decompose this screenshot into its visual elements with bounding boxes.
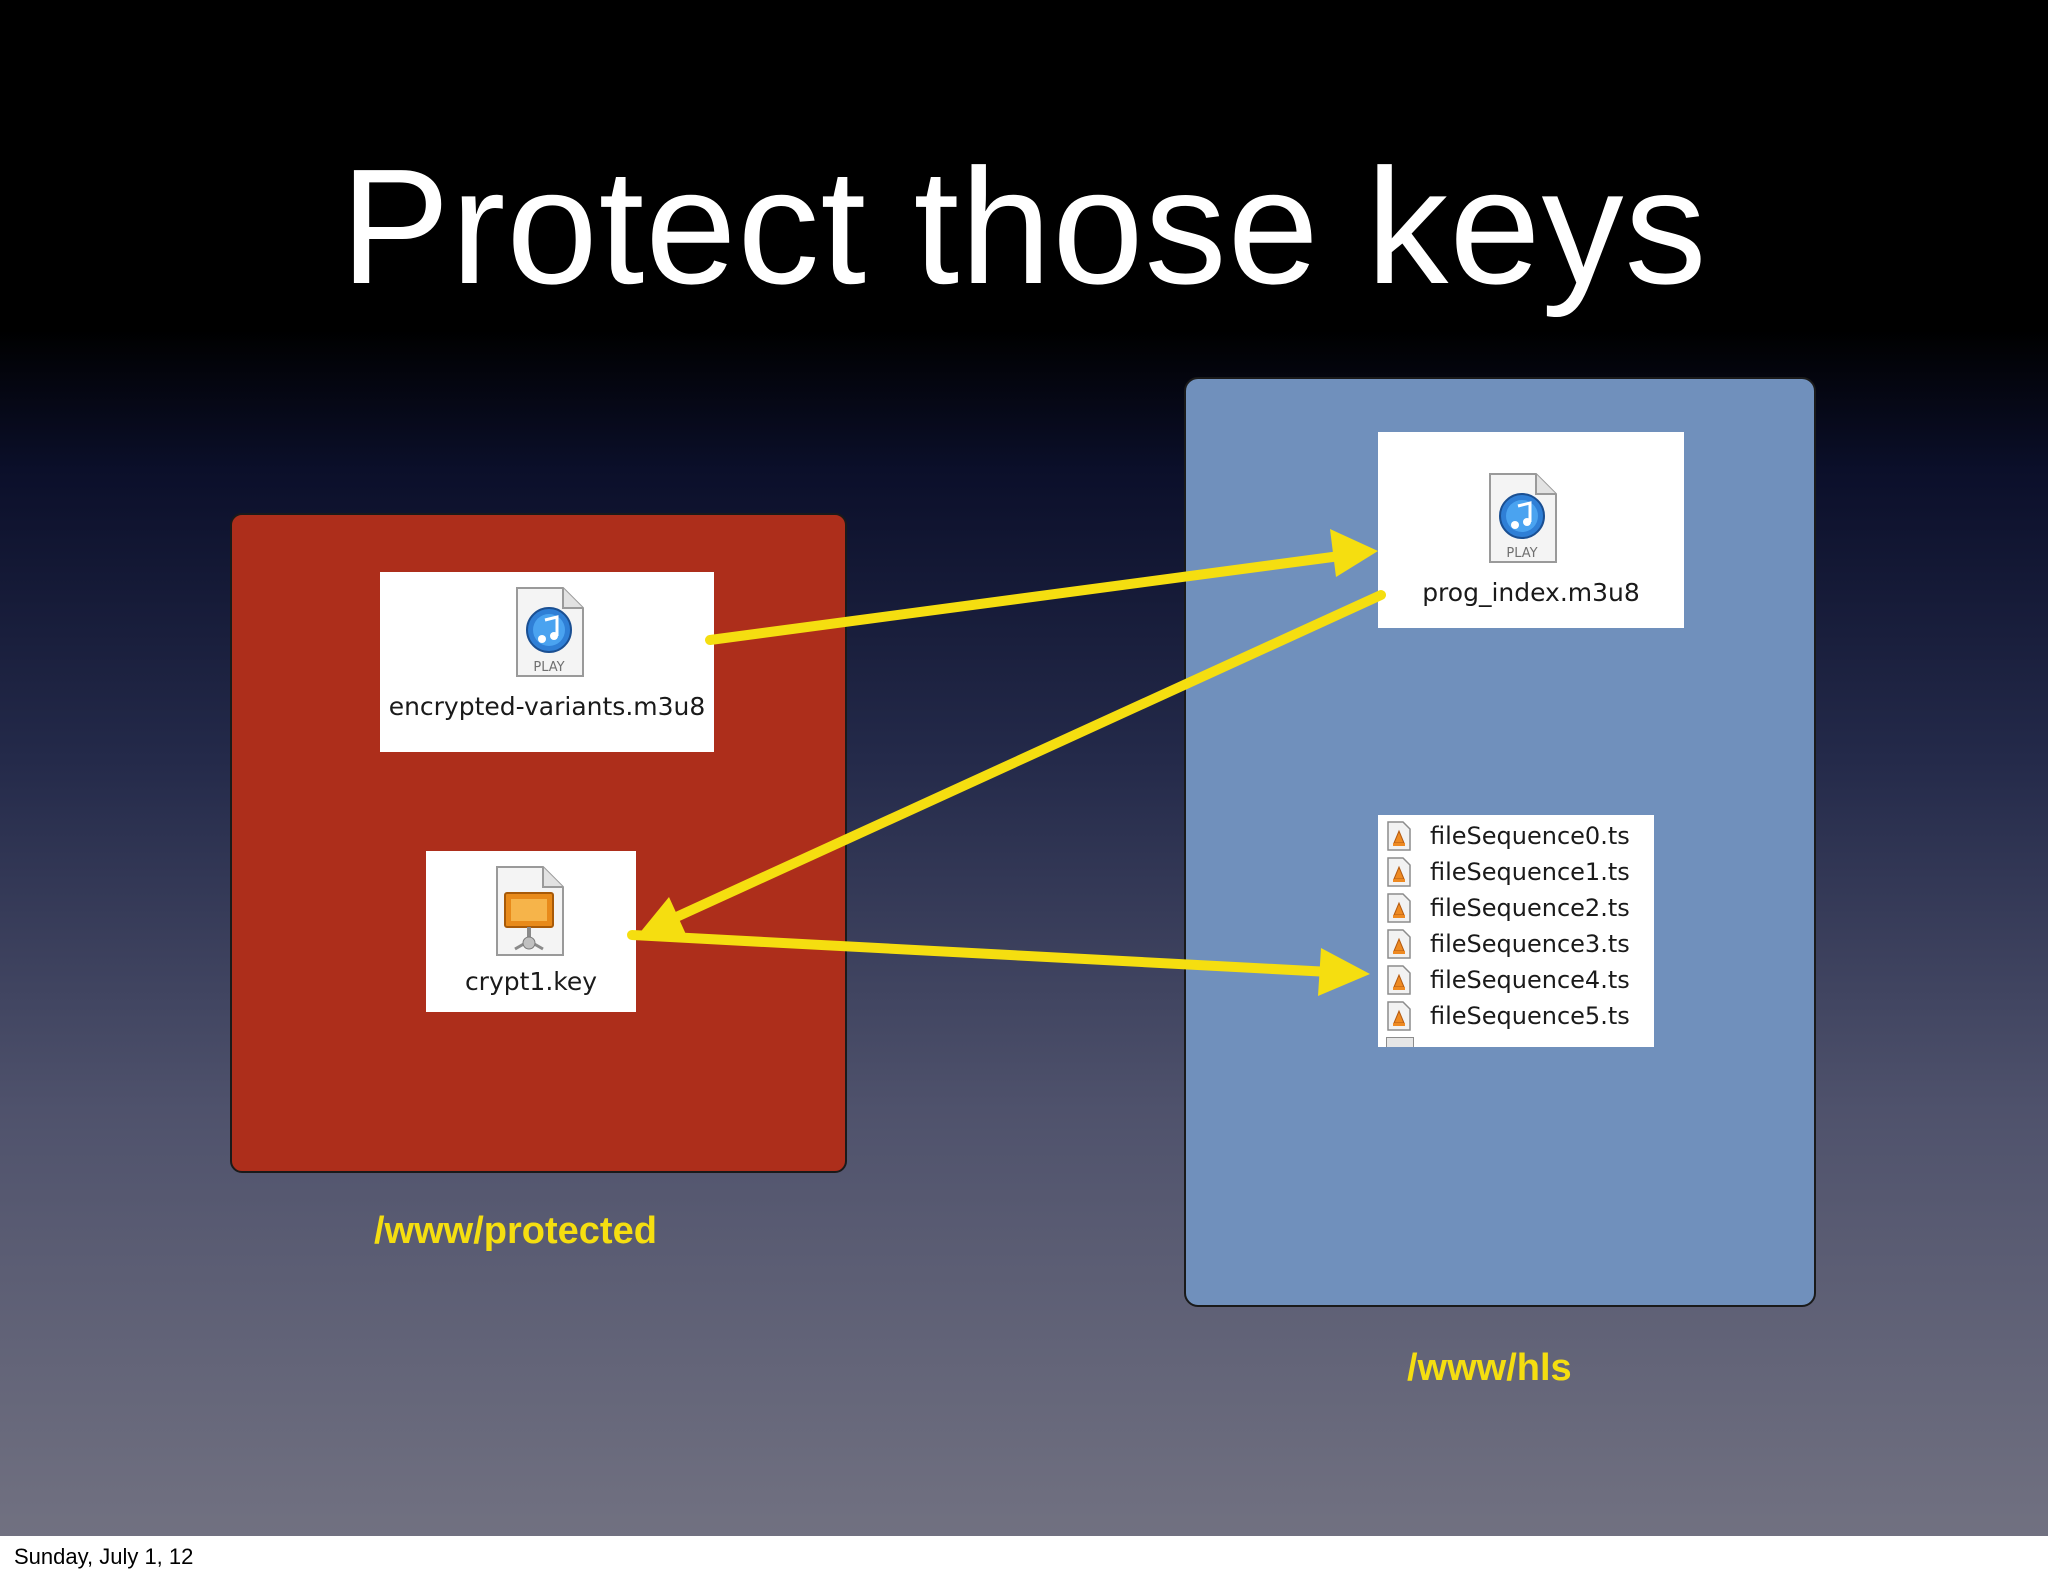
itunes-playlist-icon: PLAY bbox=[516, 587, 584, 677]
list-item: fileSequence3.ts bbox=[1378, 927, 1654, 961]
file-card-encrypted-variants: PLAY encrypted-variants.m3u8 bbox=[380, 572, 714, 752]
list-item: fileSequence5.ts bbox=[1378, 999, 1654, 1033]
protected-folder-label: /www/protected bbox=[374, 1210, 657, 1252]
arrowhead-segments bbox=[1318, 948, 1370, 996]
file-name: crypt1.key bbox=[464, 967, 598, 996]
keynote-file-icon bbox=[496, 866, 564, 956]
segment-file-name: fileSequence5.ts bbox=[1430, 1002, 1630, 1030]
segment-file-name: fileSequence4.ts bbox=[1430, 966, 1630, 994]
ts-file-icon bbox=[1387, 857, 1411, 887]
ts-file-icon bbox=[1387, 1001, 1411, 1031]
play-badge: PLAY bbox=[1506, 546, 1537, 561]
arrow-crypt-to-segments bbox=[627, 930, 1335, 977]
segment-file-list: fileSequence0.ts fileSequence1.ts fileSe… bbox=[1378, 815, 1654, 1047]
list-item: fileSequence1.ts bbox=[1378, 855, 1654, 889]
file-name: encrypted-variants.m3u8 bbox=[388, 692, 706, 721]
arrowhead-crypt bbox=[638, 897, 689, 941]
segment-file-name: fileSequence3.ts bbox=[1430, 930, 1630, 958]
play-badge: PLAY bbox=[533, 660, 564, 675]
list-item: fileSequence4.ts bbox=[1378, 963, 1654, 997]
itunes-playlist-icon: PLAY bbox=[1489, 473, 1557, 563]
segment-file-name: fileSequence2.ts bbox=[1430, 894, 1630, 922]
file-card-crypt1-key: crypt1.key bbox=[426, 851, 636, 1012]
list-item: fileSequence0.ts bbox=[1378, 819, 1654, 853]
ts-file-icon bbox=[1387, 893, 1411, 923]
arrow-prog-index-to-crypt bbox=[667, 590, 1386, 924]
arrow-variants-to-prog-index bbox=[705, 551, 1345, 645]
arrows-layer bbox=[627, 529, 1386, 996]
ts-file-icon bbox=[1387, 821, 1411, 851]
slide: Protect those keys PLAY encrypted-varian… bbox=[0, 0, 2048, 1536]
clipped-row-fragment bbox=[1386, 1037, 1414, 1047]
segment-file-name: fileSequence1.ts bbox=[1430, 858, 1630, 886]
ts-file-icon bbox=[1387, 929, 1411, 959]
file-card-prog-index: PLAY prog_index.m3u8 bbox=[1378, 432, 1684, 628]
arrowhead-prog-index bbox=[1330, 529, 1378, 577]
ts-file-icon bbox=[1387, 965, 1411, 995]
list-item: fileSequence2.ts bbox=[1378, 891, 1654, 925]
slide-title: Protect those keys bbox=[340, 135, 1708, 318]
hls-folder-label: /www/hls bbox=[1407, 1347, 1572, 1389]
segment-file-name: fileSequence0.ts bbox=[1430, 822, 1630, 850]
footer-date: Sunday, July 1, 12 bbox=[14, 1544, 194, 1569]
file-name: prog_index.m3u8 bbox=[1422, 578, 1640, 607]
